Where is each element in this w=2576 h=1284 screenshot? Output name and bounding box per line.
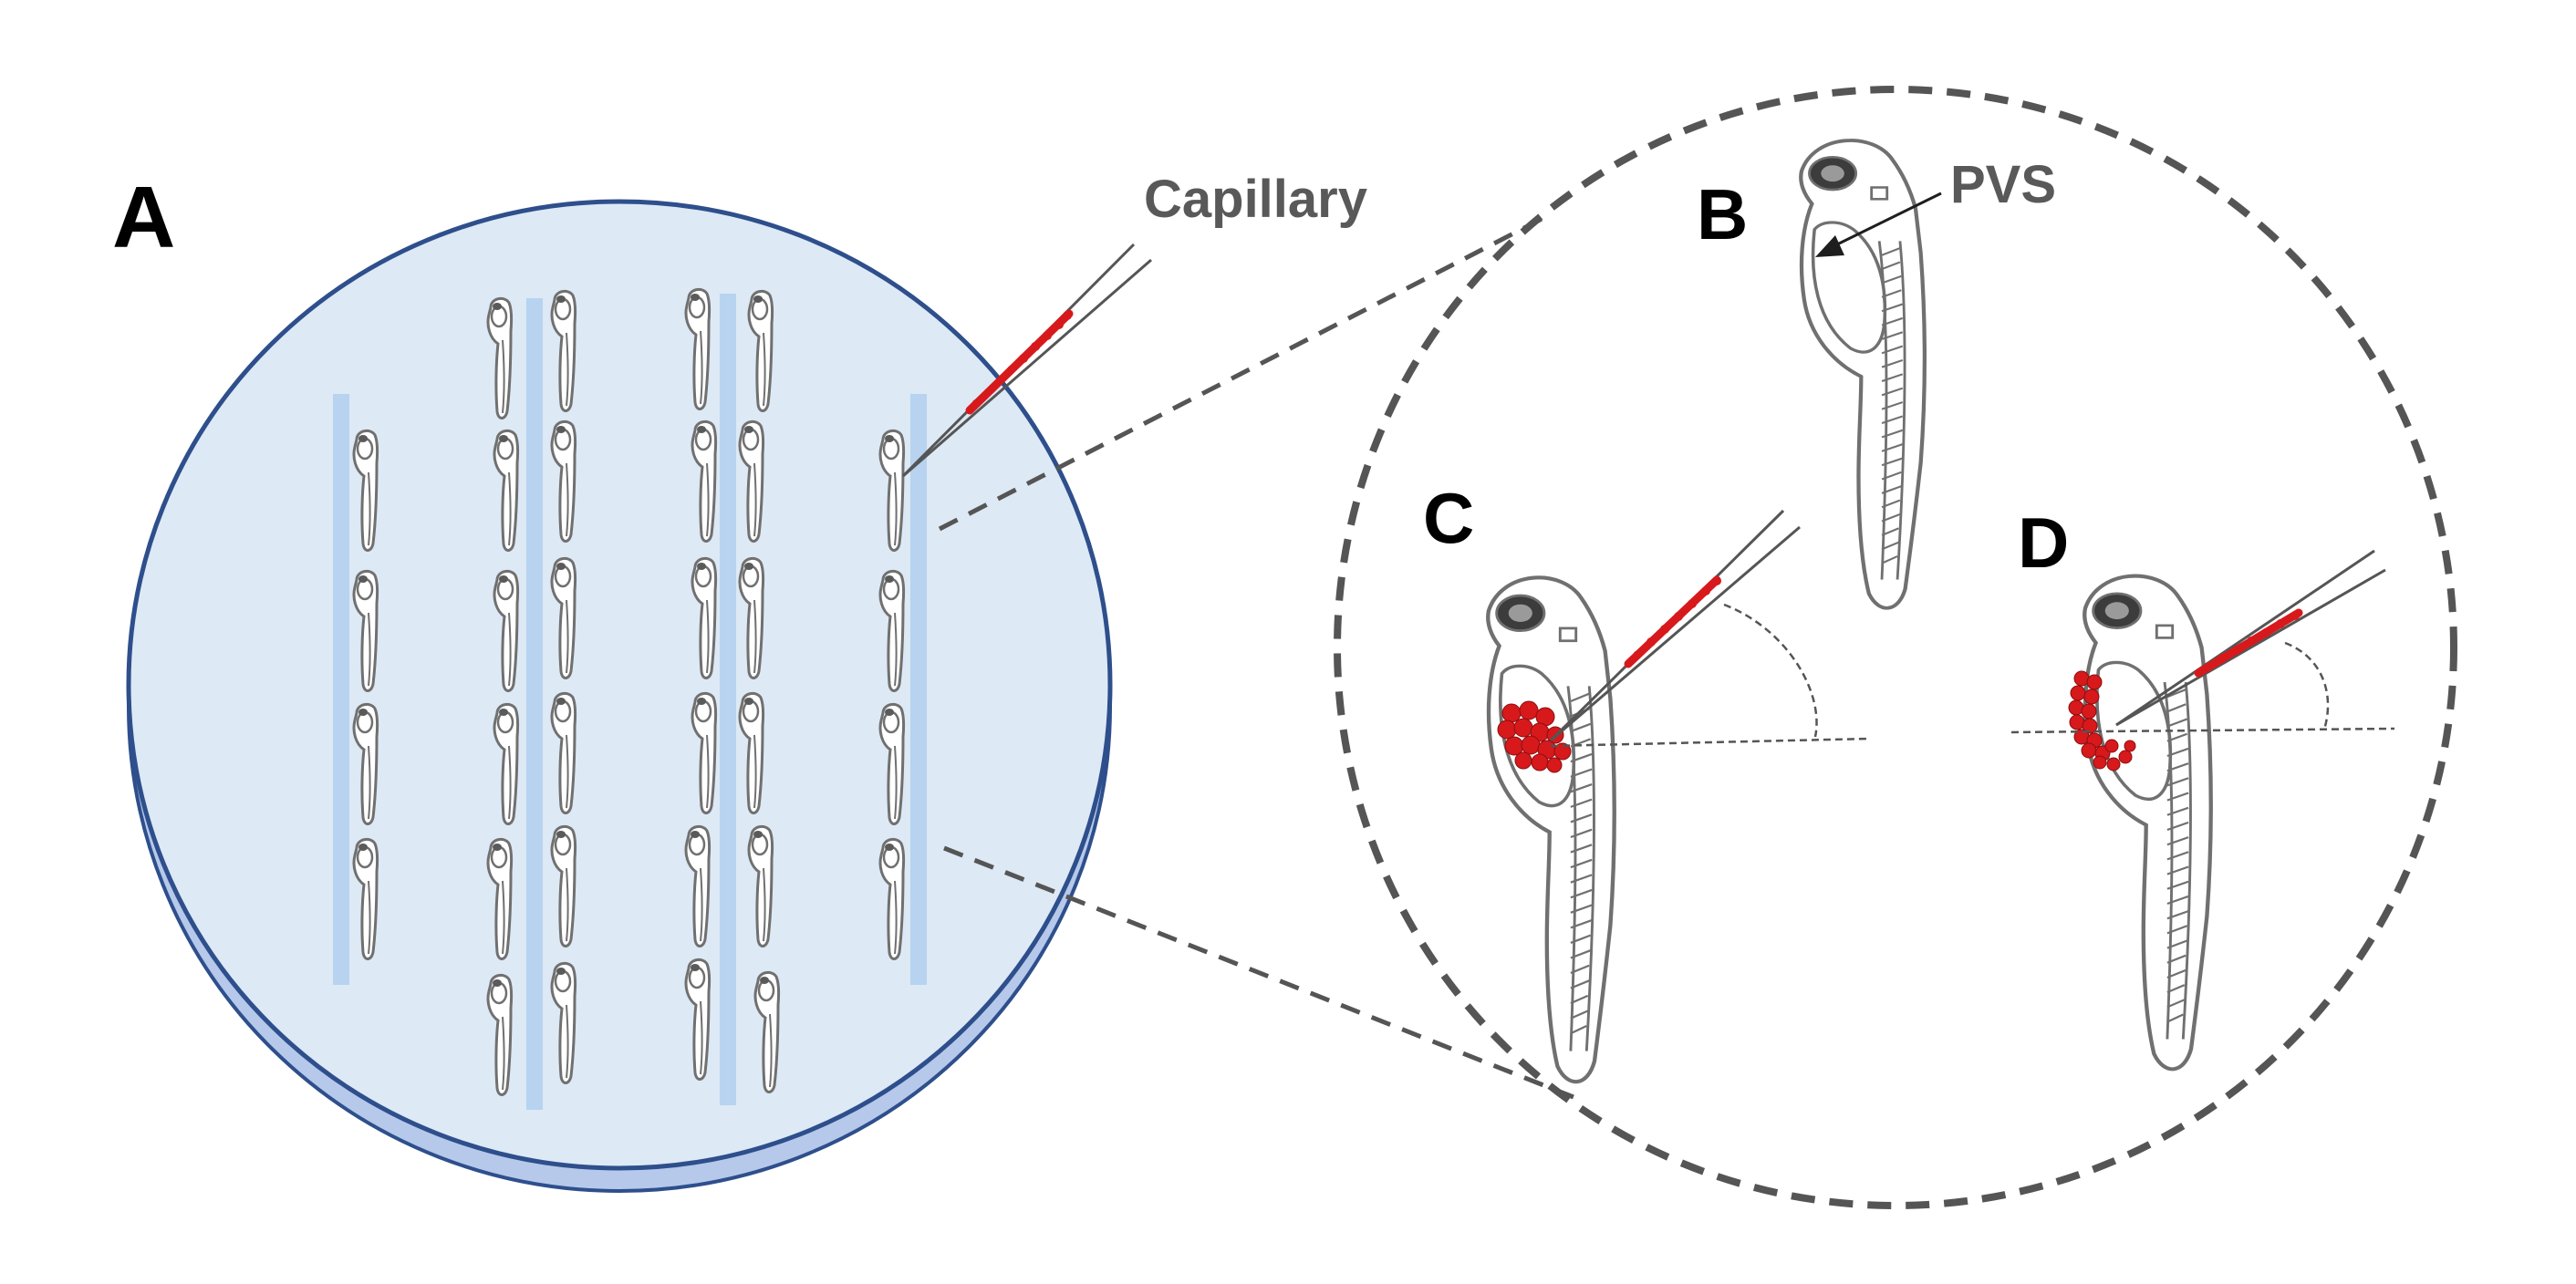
petri-dish — [126, 199, 1113, 1193]
glass-capillary-icon — [901, 243, 1152, 478]
larva-d — [2010, 549, 2395, 1070]
angle-indicator — [1550, 603, 1871, 748]
glass-capillary-icon — [1549, 509, 1801, 742]
zebrafish-larva-icon — [2084, 576, 2211, 1070]
panel-label-c: C — [1423, 478, 1474, 558]
tumor-cells-icon — [1497, 700, 1572, 773]
tumor-cells-icon — [2068, 670, 2136, 771]
groove — [910, 394, 927, 985]
larva-c — [1488, 509, 1871, 1082]
groove — [526, 298, 543, 1110]
zoom-connector-lines — [938, 212, 1579, 1102]
agarose-grooves — [333, 294, 927, 1110]
zebrafish-larva-icon — [1488, 577, 1615, 1082]
glass-capillary-icon — [2115, 549, 2386, 727]
groove — [720, 294, 736, 1105]
panel-label-b: B — [1697, 174, 1748, 254]
groove — [333, 394, 349, 985]
pvs-label: PVS — [1950, 155, 2056, 214]
angle-indicator — [2010, 641, 2395, 734]
capillary-label: Capillary — [1144, 170, 1367, 229]
pvs-arrow — [1815, 192, 1942, 257]
panel-label-d: D — [2018, 502, 2069, 583]
panel-label-a: A — [112, 169, 175, 266]
zoom-circle — [1334, 86, 2457, 1209]
